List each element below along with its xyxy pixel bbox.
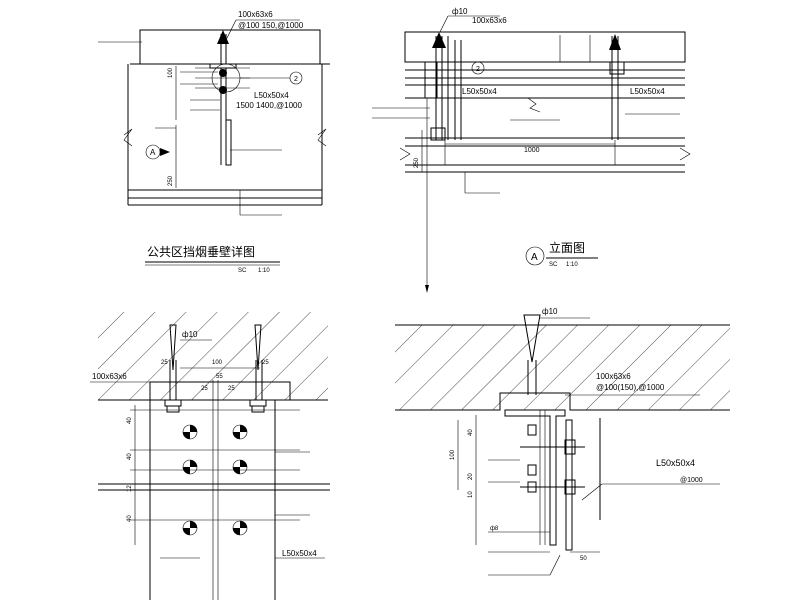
concrete-slab	[404, 31, 686, 63]
dim-12: 12	[127, 485, 133, 492]
callout-plate-size: 100x63x6	[596, 372, 631, 381]
elevation-marker	[525, 246, 545, 266]
dim-25: 25	[161, 360, 168, 366]
panel-detail-bottom-left: 40 40 12 40 25 25 100 55 25 25 ф10 100x6…	[90, 312, 330, 600]
anchor-icon	[217, 30, 229, 44]
callout-rod: ф10	[182, 330, 198, 339]
detail-title: 公共区挡烟垂壁详图	[147, 244, 255, 259]
dim-20: 20	[468, 473, 474, 480]
dim-250: 250	[168, 175, 174, 186]
detail-marker-number: 2	[294, 76, 298, 83]
dim-40: 40	[468, 429, 474, 436]
dim-100: 100	[212, 360, 223, 366]
dim-25: 25	[201, 386, 208, 392]
panel-detail-top-left: 100 250 100x63x6 @100 150,@1000 L50x50x4…	[98, 10, 330, 274]
concrete-slab	[139, 29, 321, 65]
dim-25: 25	[262, 360, 269, 366]
elevation-marker-letter: A	[531, 252, 538, 263]
anchor-icon	[609, 34, 621, 50]
dim-250: 250	[414, 157, 420, 168]
callout-angle-spacing: @1000	[680, 477, 703, 484]
dim-100: 100	[168, 67, 174, 78]
dim-100: 100	[450, 449, 456, 460]
callout-angle-size: L50x50x4	[254, 91, 289, 100]
bolt-icon	[219, 86, 227, 94]
callout-plate-spacing: @100 150,@1000	[238, 21, 304, 30]
panel-detail-bottom-right: 40 20 10 100 50 ф8 ф10 100x63x6 @100(150…	[395, 307, 730, 576]
dim-1000: 1000	[524, 147, 540, 154]
callout-angle-spacing: 1500 1400,@1000	[236, 101, 303, 110]
section-marker-letter: A	[150, 148, 156, 157]
dim-10: 10	[468, 491, 474, 498]
panel-elevation-top-right: 2 1000 250 ф10 100x63x6 L50x50x4 L50x50x…	[372, 7, 691, 293]
dim-40: 40	[127, 515, 133, 522]
bolt-group	[182, 424, 248, 536]
dim-50: 50	[580, 556, 587, 562]
callout-plate-size: 100x63x6	[472, 16, 507, 25]
dim-40: 40	[127, 453, 133, 460]
callout-rod: ф10	[542, 307, 558, 316]
scale-label: SC	[549, 262, 558, 268]
label-phi8: ф8	[490, 526, 499, 532]
detail-marker	[471, 61, 485, 75]
callout-plate-size: 100x63x6	[92, 372, 127, 381]
elevation-title: 立面图	[549, 240, 585, 255]
scale-value: 1:10	[258, 268, 270, 274]
dim-25: 25	[228, 386, 235, 392]
callout-plate-spacing: @100(150),@1000	[596, 383, 665, 392]
callout-angle-left: L50x50x4	[462, 87, 497, 96]
callout-angle: L50x50x4	[282, 549, 317, 558]
dim-40: 40	[127, 417, 133, 424]
callout-angle-right: L50x50x4	[630, 87, 665, 96]
scale-value: 1:10	[566, 262, 578, 268]
callout-plate-size: 100x63x6	[238, 10, 273, 19]
bolt-icon	[219, 69, 227, 77]
concrete-slab	[395, 325, 730, 410]
dim-55: 55	[216, 374, 223, 380]
callout-angle: L50x50x4	[656, 458, 695, 468]
scale-label: SC	[238, 268, 247, 274]
callout-rod: ф10	[452, 7, 468, 16]
anchor-icon	[432, 32, 446, 48]
detail-marker-number: 2	[476, 66, 480, 73]
